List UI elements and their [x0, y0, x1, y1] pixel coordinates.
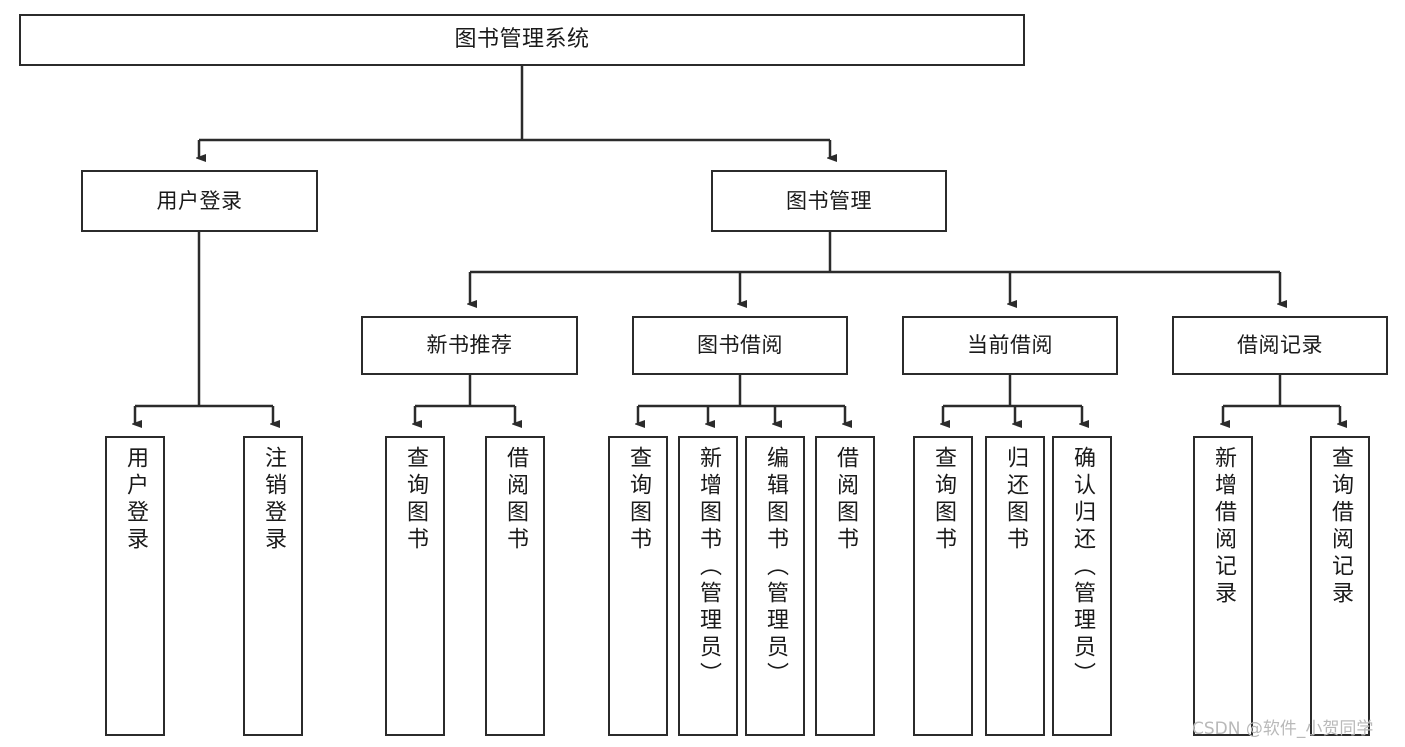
leaf-edit-book[interactable]: 编辑图书（管理员）: [745, 436, 805, 736]
leaf-query-book-1-label: 查询图书: [403, 446, 428, 554]
node-current-borrow-label: 当前借阅: [967, 333, 1053, 358]
watermark: CSDN @软件_小贺同学: [1192, 719, 1374, 739]
leaf-query-book-2[interactable]: 查询图书: [608, 436, 668, 736]
node-book-manage-label: 图书管理: [786, 188, 872, 213]
leaf-query-book-2-label: 查询图书: [626, 446, 651, 554]
leaf-add-borrow-record-label: 新增借阅记录: [1211, 446, 1236, 608]
node-root-label: 图书管理系统: [454, 27, 590, 53]
leaf-return-book[interactable]: 归还图书: [985, 436, 1045, 736]
leaf-user-logout[interactable]: 注销登录: [243, 436, 303, 736]
node-book-borrow-label: 图书借阅: [697, 333, 783, 358]
node-root[interactable]: 图书管理系统: [19, 14, 1025, 66]
node-borrow-record-label: 借阅记录: [1237, 333, 1323, 358]
node-new-book-recommend-label: 新书推荐: [426, 333, 513, 358]
leaf-query-book-3[interactable]: 查询图书: [913, 436, 973, 736]
node-user-login[interactable]: 用户登录: [81, 170, 318, 232]
leaf-confirm-return-label: 确认归还（管理员）: [1070, 446, 1095, 689]
leaf-edit-book-label: 编辑图书（管理员）: [763, 446, 788, 689]
leaf-return-book-label: 归还图书: [1003, 446, 1028, 554]
leaf-borrow-book-2[interactable]: 借阅图书: [815, 436, 875, 736]
leaf-query-book-3-label: 查询图书: [931, 446, 956, 554]
leaf-borrow-book-1-label: 借阅图书: [503, 446, 528, 554]
leaf-query-borrow-record-label: 查询借阅记录: [1328, 446, 1353, 608]
leaf-add-book-label: 新增图书（管理员）: [696, 446, 721, 689]
node-book-manage[interactable]: 图书管理: [711, 170, 947, 232]
leaf-query-book-1[interactable]: 查询图书: [385, 436, 445, 736]
leaf-borrow-book-2-label: 借阅图书: [833, 446, 858, 554]
node-current-borrow[interactable]: 当前借阅: [902, 316, 1118, 375]
node-borrow-record[interactable]: 借阅记录: [1172, 316, 1388, 375]
leaf-user-logout-label: 注销登录: [261, 446, 286, 554]
node-book-borrow[interactable]: 图书借阅: [632, 316, 848, 375]
leaf-user-login[interactable]: 用户登录: [105, 436, 165, 736]
leaf-query-borrow-record[interactable]: 查询借阅记录: [1310, 436, 1370, 736]
leaf-add-borrow-record[interactable]: 新增借阅记录: [1193, 436, 1253, 736]
leaf-add-book[interactable]: 新增图书（管理员）: [678, 436, 738, 736]
leaf-user-login-label: 用户登录: [123, 446, 148, 554]
leaf-confirm-return[interactable]: 确认归还（管理员）: [1052, 436, 1112, 736]
node-new-book-recommend[interactable]: 新书推荐: [361, 316, 578, 375]
leaf-borrow-book-1[interactable]: 借阅图书: [485, 436, 545, 736]
node-user-login-label: 用户登录: [156, 188, 243, 213]
